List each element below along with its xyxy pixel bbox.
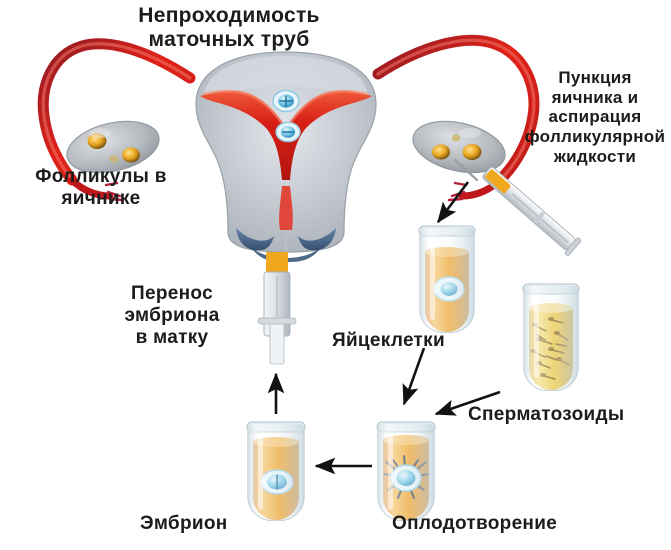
arrow-sperm-to-fertilization: [434, 390, 501, 416]
arrow-eggs-to-fertilization: [402, 347, 426, 406]
label-egg-cells: Яйцеклетки: [332, 330, 445, 351]
embryo-transfer-catheter: [257, 231, 297, 365]
label-tubal-obstruction: Непроходимость маточных труб: [138, 4, 320, 52]
follicle: [462, 144, 482, 160]
test-tube-fertilization: [376, 421, 436, 521]
follicle-small: [109, 155, 119, 163]
needle-tip: [453, 158, 479, 182]
catheter-orange-band: [266, 252, 288, 274]
test-tube-embryo: [246, 421, 306, 521]
left-ovary-with-follicles: [66, 120, 160, 174]
embryo-in-uterus-1: [272, 89, 300, 113]
arrow-puncture-to-eggtube: [436, 181, 470, 224]
label-fertilization: Оплодотворение: [392, 513, 558, 534]
reproductive-organ-illustration: [37, 34, 582, 365]
left-fallopian-tube: [37, 38, 196, 202]
right-ovary-with-follicles: [412, 120, 506, 174]
syringe-orange-band: [485, 169, 511, 194]
follicle-small: [451, 134, 461, 142]
aspiration-syringe: [453, 158, 582, 256]
test-tube-egg-cells: [418, 225, 476, 333]
follicle: [122, 147, 140, 163]
embryo-in-uterus-2: [275, 121, 301, 143]
label-spermatozoa: Сперматозоиды: [468, 404, 625, 425]
test-tube-spermatozoa: [522, 283, 580, 391]
label-ovarian-follicles: Фолликулы в яичнике: [35, 166, 167, 210]
right-fallopian-tube: [372, 34, 540, 202]
label-embryo-transfer: Перенос эмбриона в матку: [124, 283, 220, 349]
label-ovarian-puncture: Пункция яичника и аспирация фолликулярно…: [524, 68, 666, 166]
embryos-in-uterus: [272, 89, 301, 143]
follicle: [432, 144, 450, 160]
catheter-flange: [257, 317, 297, 325]
label-embryo: Эмбрион: [140, 513, 228, 534]
